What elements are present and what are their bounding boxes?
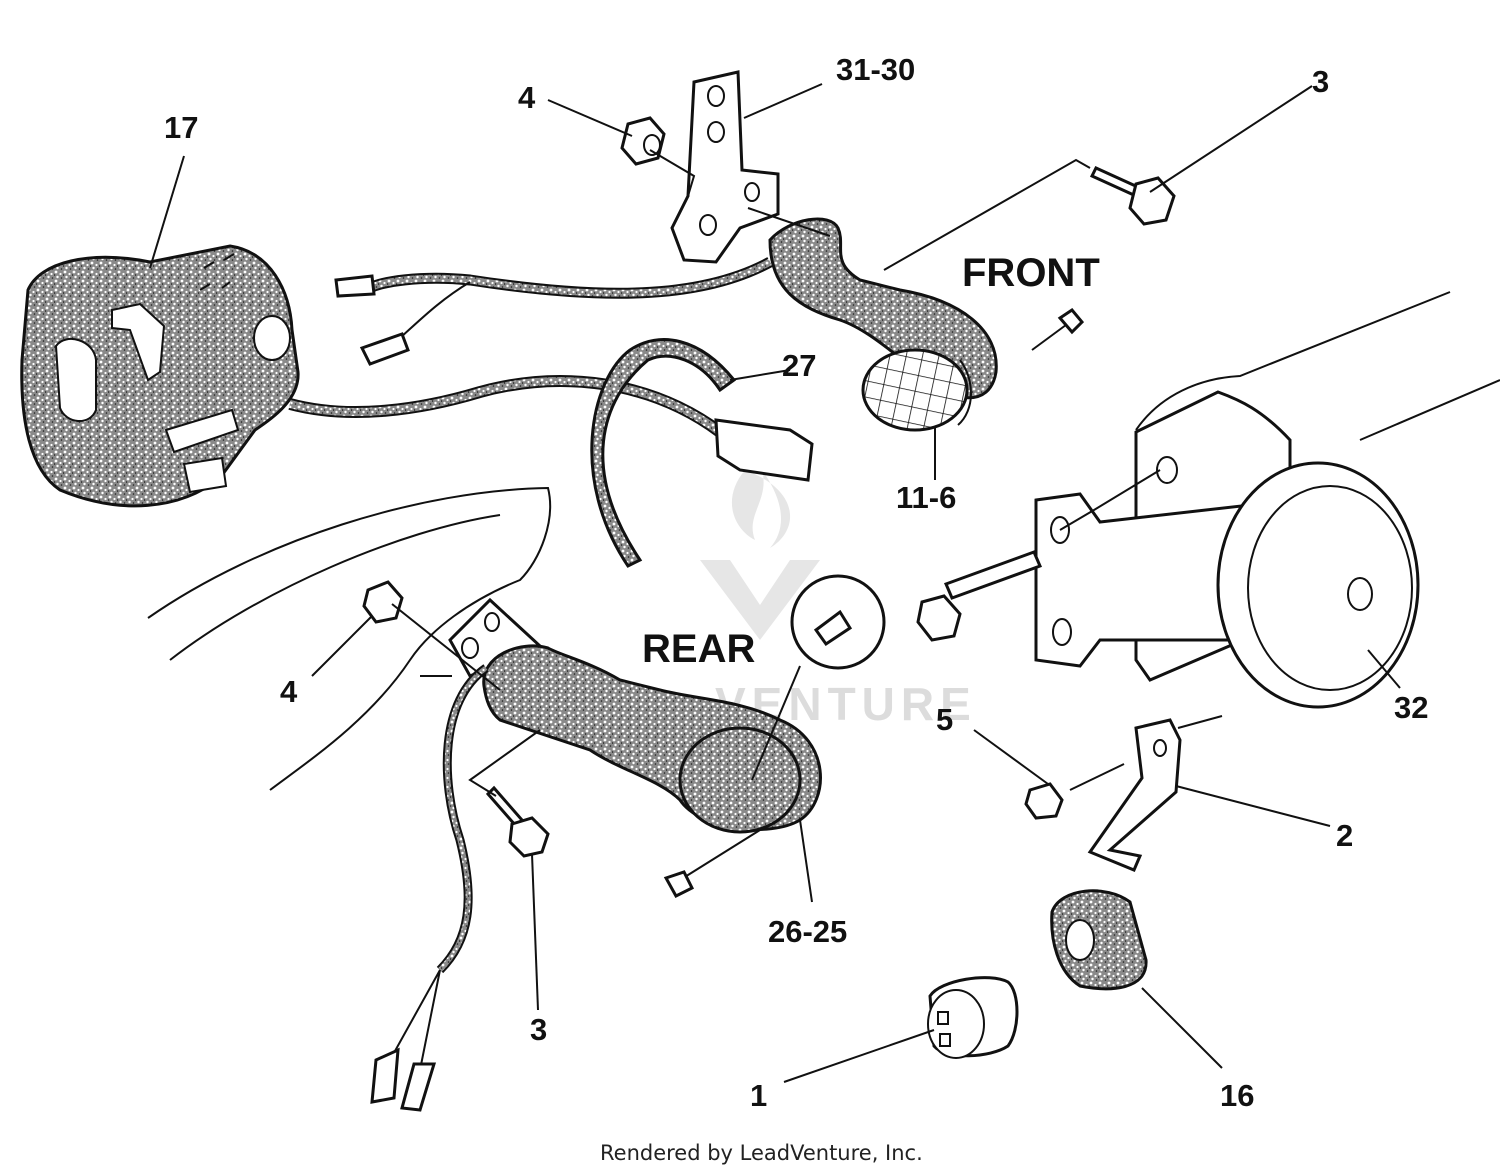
front-signal-bracket [670,70,780,264]
rear-turn-signal [448,597,822,834]
bulb-callout [751,574,886,781]
label-4-top: 4 [518,80,536,115]
label-3-bottom: 3 [530,1012,547,1047]
bracket-2 [1087,715,1223,872]
footer-credit: Rendered by LeadVenture, Inc. [600,1141,923,1165]
label-5: 5 [936,702,953,737]
screw-rear [663,829,761,898]
horn-assembly [1034,291,1500,709]
label-17: 17 [164,110,198,145]
label-26-25: 26-25 [768,914,847,949]
label-31-30: 31-30 [836,52,915,87]
label-3-top: 3 [1312,64,1329,99]
label-2: 2 [1336,818,1353,853]
label-11-6: 11-6 [896,480,956,515]
front-signal-wires [334,257,773,366]
button-1 [927,976,1019,1059]
section-label-front: FRONT [962,251,1100,295]
switch-16 [1050,889,1148,991]
switch-harness [288,375,814,482]
nut-top [620,116,666,166]
leader-lines [149,83,1401,1083]
horn-bolt [916,550,1043,642]
label-27: 27 [782,348,816,383]
front-turn-signal [768,217,998,432]
bolt-top [1089,166,1176,226]
wire-band [590,338,737,568]
label-4-left: 4 [280,674,298,709]
handlebar-switch [20,244,300,508]
screw-5 [1024,763,1125,820]
label-1: 1 [750,1078,767,1113]
nut-left [362,580,404,624]
screw-front [1031,308,1085,351]
label-32: 32 [1394,690,1428,725]
label-16: 16 [1220,1078,1254,1113]
bolt-bottom [485,785,550,858]
rear-signal-wires [370,664,489,1112]
fender [147,486,552,791]
section-label-rear: REAR [642,627,755,671]
